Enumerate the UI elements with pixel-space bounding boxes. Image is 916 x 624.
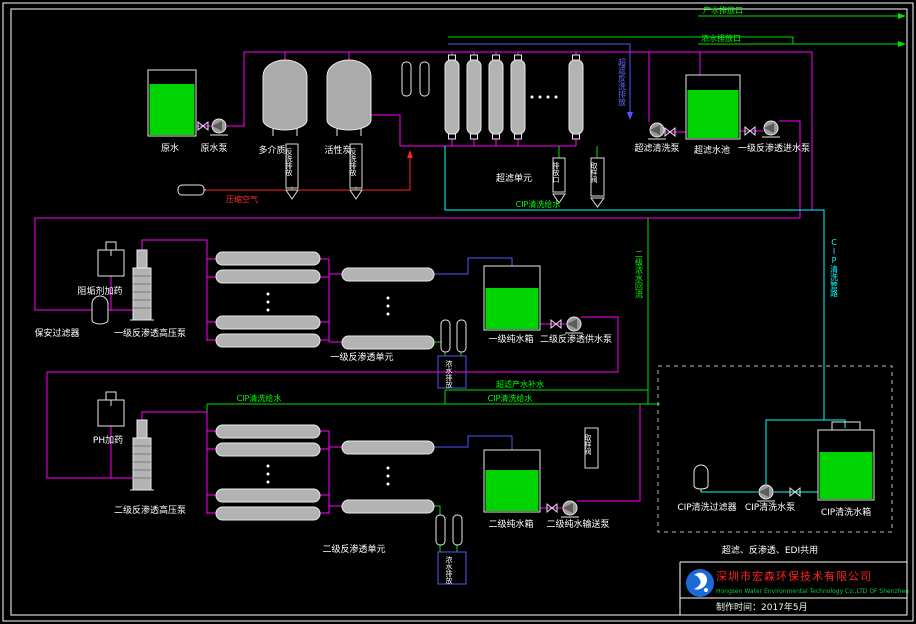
pure-water-tank-1 (483, 265, 541, 331)
uf-water-tank (685, 74, 741, 140)
activated-carbon-label: 活性炭 (324, 144, 351, 156)
ro2-concentrate-drain-box (437, 551, 467, 585)
pure-water-transfer-pump-symbol (560, 500, 580, 518)
ro2-supply-pump-symbol (564, 316, 584, 334)
uf-prefilter-2 (419, 61, 430, 97)
uf-backwash-drain-label: 超滤反洗排放 (618, 57, 627, 107)
ro1-ellipsis-dots (266, 292, 390, 316)
antiscalant-dosing-tank (97, 241, 125, 277)
ro2-concentrate-return-label: 二级浓水回流 (635, 250, 644, 299)
labels-layer: 原水 原水泵 多介质 活性炭 超滤单元 超滤清洗泵 超滤水池 一级反渗透进水泵 … (34, 5, 871, 585)
cip-pump-label: CIP清洗水泵 (745, 501, 795, 513)
ro1-concentrate-drain-box (437, 355, 467, 389)
ro2-unit-label: 二级反渗透单元 (322, 543, 385, 555)
filter-backwash-drain-1 (285, 143, 299, 200)
ro1-hp-pump-label: 一级反渗透高压泵 (114, 327, 186, 339)
ro1-concentrate-drain-label: 浓水排放 (445, 359, 453, 389)
uf-membrane-rack (444, 54, 584, 140)
backwash-arrow (627, 112, 633, 120)
ro1-hp-pump-symbol (129, 249, 155, 321)
concentrate-discharge-label: 浓水排放口 (701, 33, 741, 43)
uf-unit-label: 超滤单元 (496, 172, 532, 184)
uf-ellipsis-dots (530, 95, 558, 99)
ro1-membrane-bank (215, 251, 435, 350)
ro1-sample-cylinder-1 (440, 319, 451, 353)
multimedia-filter-vessel (262, 59, 308, 137)
filter-backwash-drain-2 (349, 143, 363, 200)
ro1-unit-label: 一级反渗透单元 (330, 351, 393, 363)
ro2-sample-cylinder-2 (452, 514, 463, 546)
company-logo (686, 569, 714, 597)
piping-cip-cyan (444, 146, 846, 493)
ro2-supply-pump-label: 二级反渗透供水泵 (540, 333, 612, 345)
company-name-cn: 深圳市宏森环保技术有限公司 (716, 569, 872, 583)
security-filter-vessel (91, 295, 109, 325)
cip-tank-label: CIP清洗水箱 (821, 506, 871, 518)
air-arrow (407, 150, 413, 158)
cip-tank (817, 421, 875, 501)
uf-prefilter-1 (401, 61, 412, 97)
security-filter-label: 保安过滤器 (34, 327, 79, 339)
cip-shared-note: 超滤、反渗透、EDI共用 (722, 544, 818, 556)
pure-water-transfer-pump-label: 二级纯水输送泵 (546, 518, 609, 530)
uf-drain-label: 排放口 (552, 161, 560, 183)
antiscalant-dosing-label: 阻垢剂加药 (77, 285, 122, 297)
piping-air-red (206, 156, 411, 191)
ro2-concentrate-drain-label: 浓水排放 (445, 555, 453, 585)
piping-process-magenta (34, 51, 813, 514)
ro2-ellipsis-dots (266, 464, 390, 486)
piping-product-green (206, 15, 898, 552)
made-date: 制作时间：2017年5月 (716, 601, 808, 613)
uf-water-tank-label: 超滤水池 (694, 144, 730, 156)
filter-backwash-drain-1-label: 反洗排放 (285, 147, 293, 177)
uf-cleaning-pump-label: 超滤清洗泵 (634, 142, 679, 154)
raw-water-pump-symbol (209, 118, 229, 136)
raw-water-pump-label: 原水泵 (200, 142, 227, 154)
cip-feed-mid-label: CIP清洗给水 (488, 393, 533, 403)
ro2-hp-pump-symbol (129, 419, 155, 491)
ph-dosing-label: PH加药 (93, 435, 123, 446)
pure-water-tank-2-label: 二级纯水箱 (488, 518, 533, 530)
activated-carbon-vessel (326, 59, 372, 137)
ro1-feed-pump-symbol (761, 120, 781, 138)
cip-feed-top-label: CIP清洗给水 (516, 199, 561, 209)
pure-water-tank-2 (483, 449, 541, 513)
cip-filter-label: CIP清洗过滤器 (677, 501, 736, 513)
multimedia-filter-label: 多介质 (258, 144, 285, 156)
title-block: 深圳市宏森环保技术有限公司 Hongsen Water Environmenta… (679, 561, 909, 615)
raw-water-tank-label: 原水 (161, 142, 179, 154)
ro2-sample-box (584, 427, 599, 469)
compressed-air-label: 压缩空气 (226, 194, 258, 204)
piping-backwash-blue (434, 43, 631, 450)
ro2-sample-cylinder-1 (435, 514, 446, 546)
uf-cleaning-pump-symbol (647, 122, 667, 140)
uf-drain-box (552, 157, 566, 204)
ro2-membrane-bank (215, 424, 435, 521)
cip-filter-vessel (693, 464, 709, 492)
raw-water-tank (147, 69, 197, 137)
flow-arrows-green (898, 13, 906, 47)
ph-dosing-tank (97, 391, 125, 427)
uf-product-makeup-label: 超滤产水补水 (496, 379, 544, 389)
cip-pump-symbol (756, 484, 776, 502)
ro1-feed-pump-label: 一级反渗透进水泵 (738, 142, 810, 154)
cip-feed-left-label: CIP清洗给水 (237, 393, 282, 403)
ro1-sample-cylinder-2 (456, 319, 467, 353)
company-name-en: Hongsen Water Environmental Technology C… (716, 588, 909, 595)
cip-pipeline-label: CIP清洗管路 (830, 238, 839, 297)
uf-sample-label: 取样阀 (590, 162, 598, 184)
ro2-hp-pump-label: 二级反渗透高压泵 (114, 504, 186, 516)
equipment-layer (91, 54, 893, 585)
pure-water-tank-1-label: 一级纯水箱 (488, 333, 533, 345)
filter-backwash-drain-2-label: 反洗排放 (349, 147, 357, 177)
product-discharge-label: 产水排放口 (703, 5, 743, 15)
compressed-air-source (177, 184, 206, 196)
ro2-sample-label: 取样阀 (584, 434, 592, 456)
uf-sample-box (590, 157, 605, 208)
